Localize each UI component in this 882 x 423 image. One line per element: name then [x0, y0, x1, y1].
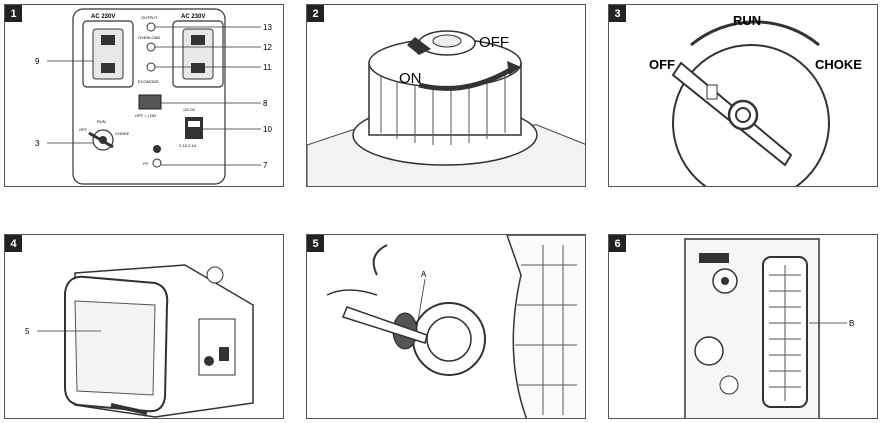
callout-3: 3 — [35, 139, 40, 148]
callout-b: B — [849, 319, 854, 328]
panel-number: 2 — [307, 5, 324, 22]
generator-side-cover-illustration: 5 — [25, 264, 254, 418]
panel-number: 4 — [5, 235, 22, 252]
callout-5: 5 — [25, 327, 30, 336]
callout-a: A — [421, 270, 427, 279]
off-label: OFF — [649, 57, 675, 72]
dc-label: 12V DC — [183, 108, 196, 112]
control-panel-illustration: AC 230V AC 230V OUTPUT OVERLOAD ECOMODE … — [35, 8, 272, 185]
callout-13: 13 — [263, 23, 272, 32]
choke-small-label: CHOKE — [115, 131, 130, 136]
overload-label: OVERLOAD — [138, 35, 160, 40]
run-small-label: RUN — [97, 119, 106, 124]
ecomode-label: ECOMODE — [138, 79, 159, 84]
on-label: ON — [399, 70, 422, 87]
off-small-label: OFF — [79, 127, 88, 132]
panel-number: 1 — [5, 5, 22, 22]
choke-label: CHOKE — [815, 57, 862, 72]
panel-1-control-panel: 1 A — [4, 4, 284, 187]
ac-right-label: AC 230V — [181, 14, 205, 20]
air-filter-illustration: B — [684, 238, 854, 418]
panel-4-side-cover: 4 5 — [4, 234, 284, 419]
output-label: OUTPUT — [141, 15, 158, 20]
callout-11: 11 — [263, 63, 272, 72]
off-label: OFF — [479, 34, 509, 51]
panel-number: 6 — [609, 235, 626, 252]
amps-label: 2.1A 2.1A — [179, 143, 197, 148]
panel-5-spark-plug: 5 A — [306, 234, 586, 419]
off-on-label: OFF ○ | ON — [135, 113, 156, 118]
callout-9: 9 — [35, 57, 40, 66]
spark-plug-illustration: A — [326, 235, 585, 418]
callout-12: 12 — [263, 43, 272, 52]
panel-3-choke-lever: 3 RUN OFF CHOKE — [608, 4, 878, 187]
fe-label: FE — [143, 161, 148, 166]
callout-8: 8 — [263, 99, 268, 108]
panel-number: 5 — [307, 235, 324, 252]
callout-7: 7 — [263, 161, 268, 170]
panel-2-fuel-cap: 2 OFF ON — [306, 4, 586, 187]
run-label: RUN — [733, 13, 761, 28]
panel-number: 3 — [609, 5, 626, 22]
callout-10: 10 — [263, 125, 272, 134]
ac-left-label: AC 230V — [91, 14, 115, 20]
choke-lever-illustration: RUN OFF CHOKE — [649, 13, 862, 186]
panel-6-air-filter: 6 B — [608, 234, 878, 419]
fuel-cap-illustration: OFF ON — [307, 30, 585, 186]
